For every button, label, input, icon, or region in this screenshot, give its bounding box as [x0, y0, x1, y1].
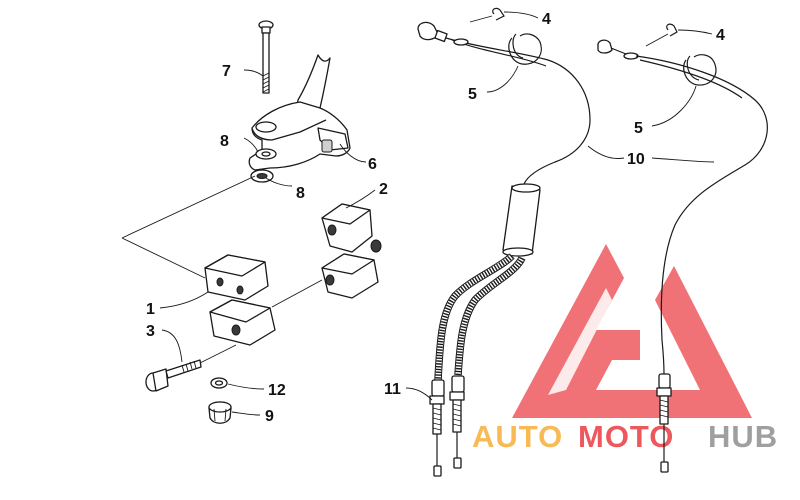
callout-leaders-right: [405, 11, 715, 401]
callout-leaders-left: [159, 69, 376, 416]
callout-12: 12: [268, 382, 286, 399]
nut-9: [208, 401, 232, 424]
throttle-cable-right: [597, 39, 768, 375]
callout-7: 7: [222, 63, 231, 80]
callout-10: 10: [627, 151, 645, 168]
cable-end-left-b: [449, 375, 465, 469]
spring-clip-5-left: [508, 33, 542, 65]
clip-4-left: [469, 7, 505, 23]
bolt-7: [258, 20, 274, 94]
callout-11: 11: [384, 381, 401, 398]
callout-9: 9: [265, 408, 274, 425]
braided-cables-11: [434, 253, 526, 381]
callout-3: 3: [146, 323, 155, 340]
callout-4-left: 4: [542, 11, 551, 28]
logo-text-auto: AUTO: [472, 419, 563, 454]
bolt-3: [145, 359, 202, 392]
cable-end-right: [656, 373, 672, 473]
callout-8-top: 8: [220, 133, 229, 150]
cable-junction-box: [502, 183, 541, 257]
logo-text-moto: MOTO: [578, 419, 674, 454]
assembly-lines-left: [121, 175, 323, 364]
logo-text-hub: HUB: [708, 419, 778, 454]
callout-1: 1: [146, 301, 155, 318]
automotohub-logo: AUTO MOTO HUB: [472, 244, 778, 454]
washer-8-top: [255, 148, 277, 160]
callout-4-right: 4: [716, 27, 725, 44]
callout-6: 6: [368, 156, 377, 173]
washer-12: [210, 377, 228, 389]
clamp-block-2: [321, 203, 382, 299]
throttle-cable-left: [417, 21, 591, 185]
callout-2: 2: [379, 181, 388, 198]
callout-5-right: 5: [634, 120, 643, 137]
callout-8-bottom: 8: [296, 185, 305, 202]
spring-clip-5-right: [683, 54, 717, 86]
housing-block-1: [204, 254, 276, 346]
cable-end-left-a: [429, 379, 445, 477]
clip-4-right: [645, 23, 678, 47]
callout-5-left: 5: [468, 86, 477, 103]
